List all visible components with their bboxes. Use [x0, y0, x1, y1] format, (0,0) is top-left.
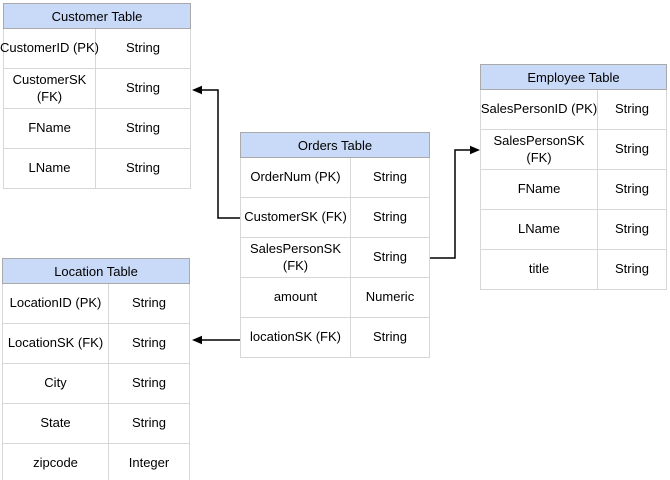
table-row: CustomerID (PK) String: [0, 29, 190, 69]
arrowhead-left: [192, 85, 202, 95]
type-cell: String: [615, 221, 649, 237]
field-cell: LocationSK (FK): [3, 324, 109, 363]
table-row: title String: [481, 250, 666, 290]
field-cell: FName: [4, 109, 96, 148]
field-cell: City: [3, 364, 109, 403]
connector-orders-to-employee[interactable]: [430, 145, 480, 259]
field-cell: OrderNum (PK): [241, 158, 351, 197]
table-row: State String: [3, 404, 189, 444]
type-cell: String: [126, 160, 160, 176]
field-cell: CustomerSK (FK): [241, 198, 351, 237]
type-cell: String: [615, 261, 649, 277]
field-cell: State: [3, 404, 109, 443]
type-cell: String: [615, 181, 649, 197]
table-location-body: LocationID (PK) String LocationSK (FK) S…: [2, 284, 190, 480]
connector-orders-to-customer[interactable]: [192, 85, 240, 219]
table-title: Orders Table: [297, 137, 373, 153]
table-row: LName String: [4, 149, 190, 189]
table-location[interactable]: Location Table LocationID (PK) String Lo…: [2, 258, 190, 480]
type-cell: String: [132, 335, 166, 351]
field-cell: SalesPersonID (PK): [481, 90, 598, 129]
type-cell: String: [615, 141, 649, 157]
field-cell: zipcode: [3, 444, 109, 480]
table-title: Employee Table: [527, 69, 620, 85]
table-orders-header: Orders Table: [240, 132, 430, 158]
type-cell: String: [373, 209, 407, 225]
table-customer-body: CustomerID (PK) String CustomerSK (FK) S…: [0, 29, 191, 189]
table-orders-body: OrderNum (PK) String CustomerSK (FK) Str…: [240, 158, 430, 358]
arrowhead-right: [470, 145, 480, 155]
table-customer[interactable]: Customer Table CustomerID (PK) String Cu…: [0, 3, 191, 189]
type-cell: String: [132, 375, 166, 391]
table-row: SalesPersonSK (FK) String: [241, 238, 429, 278]
table-row: SalesPersonID (PK) String: [481, 90, 666, 130]
table-row: FName String: [4, 109, 190, 149]
type-cell: Numeric: [365, 289, 415, 305]
table-employee[interactable]: Employee Table SalesPersonID (PK) String…: [480, 64, 667, 290]
table-row: FName String: [481, 170, 666, 210]
table-row: SalesPersonSK (FK) String: [481, 130, 666, 170]
field-cell: FName: [481, 170, 598, 209]
field-cell: SalesPersonSK (FK): [241, 238, 351, 277]
table-row: LName String: [481, 210, 666, 250]
field-cell: LName: [481, 210, 598, 249]
table-row: CustomerSK (FK) String: [241, 198, 429, 238]
field-cell: locationSK (FK): [241, 318, 351, 357]
type-cell: Integer: [128, 455, 170, 471]
type-cell: String: [126, 40, 160, 56]
field-cell: LocationID (PK): [3, 284, 109, 323]
type-cell: String: [132, 295, 166, 311]
type-cell: String: [126, 80, 160, 96]
type-cell: String: [373, 329, 407, 345]
table-employee-header: Employee Table: [480, 64, 667, 90]
type-cell: String: [126, 120, 160, 136]
type-cell: String: [373, 249, 407, 265]
field-cell: CustomerSK (FK): [4, 69, 96, 108]
table-row: zipcode Integer: [3, 444, 189, 480]
type-cell: String: [132, 415, 166, 431]
table-employee-body: SalesPersonID (PK) String SalesPersonSK …: [480, 90, 667, 290]
table-location-header: Location Table: [2, 258, 190, 284]
table-row: City String: [3, 364, 189, 404]
table-row: OrderNum (PK) String: [241, 158, 429, 198]
table-row: LocationSK (FK) String: [3, 324, 189, 364]
table-row: amount Numeric: [241, 278, 429, 318]
table-row: CustomerSK (FK) String: [4, 69, 190, 109]
field-cell: LName: [4, 149, 96, 188]
table-row: locationSK (FK) String: [241, 318, 429, 358]
table-row: LocationID (PK) String: [3, 284, 189, 324]
type-cell: String: [615, 101, 649, 117]
table-title: Location Table: [54, 263, 138, 279]
table-title: Customer Table: [51, 8, 143, 24]
table-orders[interactable]: Orders Table OrderNum (PK) String Custom…: [240, 132, 430, 358]
arrowhead-left: [192, 335, 202, 345]
field-cell: CustomerID (PK): [0, 29, 99, 68]
table-customer-header: Customer Table: [3, 3, 191, 29]
field-cell: SalesPersonSK (FK): [481, 130, 598, 169]
connector-orders-to-location[interactable]: [192, 335, 240, 345]
field-cell: title: [481, 250, 598, 289]
type-cell: String: [373, 169, 407, 185]
field-cell: amount: [241, 278, 351, 317]
